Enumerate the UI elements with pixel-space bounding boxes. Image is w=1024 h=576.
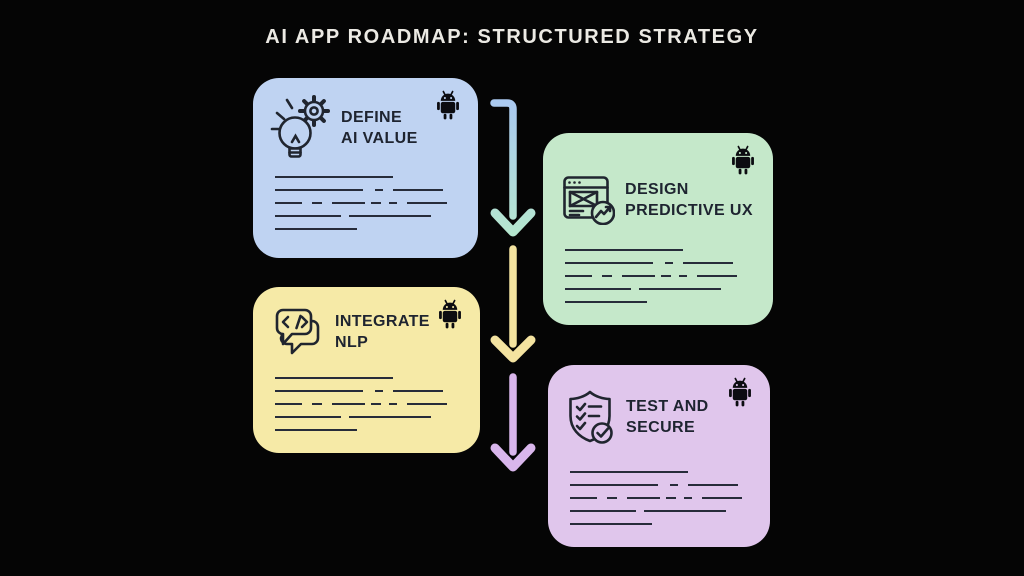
card-title-integrate-nlp: INTEGRATE NLP xyxy=(335,313,430,351)
card-design-predictive-ux: DESIGN PREDICTIVE UX xyxy=(543,133,773,325)
android-icon xyxy=(437,299,463,330)
page-title: AI APP ROADMAP: STRUCTURED STRATEGY xyxy=(265,26,759,48)
card-title-design-predictive-ux: DESIGN PREDICTIVE UX xyxy=(625,181,753,219)
android-icon xyxy=(435,90,461,121)
shield-checklist-icon xyxy=(564,389,616,445)
placeholder-text-lines xyxy=(275,377,447,431)
card-test-and-secure: TEST AND SECURE xyxy=(548,365,770,547)
placeholder-text-lines xyxy=(565,249,737,303)
card-define-ai-value: DEFINE AI VALUE xyxy=(253,78,478,258)
lightbulb-gear-icon xyxy=(269,92,331,164)
arrow-step3-to-step4 xyxy=(490,373,536,472)
placeholder-text-lines xyxy=(275,176,447,230)
placeholder-text-lines xyxy=(570,471,742,525)
android-icon xyxy=(727,377,753,408)
card-title-test-and-secure: TEST AND SECURE xyxy=(626,398,709,436)
chat-code-icon xyxy=(269,307,325,357)
card-integrate-nlp: INTEGRATE NLP xyxy=(253,287,480,453)
arrow-step2-to-step3 xyxy=(490,245,536,363)
android-icon xyxy=(730,145,756,176)
browser-trend-chart-icon xyxy=(563,175,615,225)
card-title-define-ai-value: DEFINE AI VALUE xyxy=(341,109,418,147)
arrow-step1-to-step2 xyxy=(490,99,536,237)
